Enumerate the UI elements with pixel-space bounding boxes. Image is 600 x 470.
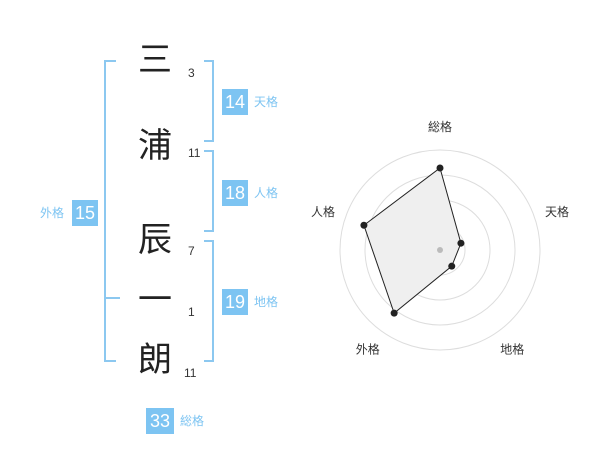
radar-point-2: [457, 239, 465, 247]
radar-point-3: [448, 262, 456, 270]
chikaku-bracket: [204, 240, 214, 362]
radar-axis-label-4: 外格: [356, 342, 380, 357]
stroke-count-4: 1: [188, 305, 195, 319]
gaikaku-bracket: [104, 60, 116, 362]
radar-axis-label-3: 地格: [500, 342, 524, 357]
stroke-count-2: 11: [188, 146, 201, 160]
name-char-3: 辰: [138, 220, 172, 260]
radar-grid-ring: [339, 149, 541, 351]
stroke-count-1: 3: [188, 66, 195, 80]
radar-center-dot: [437, 247, 443, 253]
jinkaku-label: 人格: [254, 186, 279, 200]
radar-axis-label-5: 人格: [311, 204, 335, 219]
name-char-2: 浦: [138, 126, 172, 166]
radar-points: [360, 164, 465, 317]
radar-axis-label-1: 総格: [428, 119, 452, 134]
radar-axis-label-2: 天格: [545, 204, 569, 219]
jinkaku-bracket: [204, 150, 214, 232]
tenkaku-bracket: [204, 60, 214, 142]
tenkaku-label: 天格: [254, 95, 279, 109]
soukaku-score: 33: [146, 408, 174, 434]
stroke-count-3: 7: [188, 244, 195, 258]
tenkaku-score: 14: [222, 89, 248, 115]
chikaku-label: 地格: [254, 295, 279, 309]
gaikaku-score: 15: [72, 200, 98, 226]
radar-area: [363, 167, 462, 314]
gaikaku-label: 外格: [40, 206, 65, 220]
jinkaku-score: 18: [222, 180, 248, 206]
name-char-5: 朗: [138, 340, 172, 380]
soukaku-label: 総格: [180, 414, 205, 428]
name-char-1: 三: [138, 40, 172, 80]
radar-point-4: [390, 309, 398, 317]
gaikaku-bracket-tick: [104, 297, 120, 299]
radar-point-1: [436, 164, 444, 172]
radar-point-5: [360, 221, 368, 229]
name-char-4: 一: [138, 280, 172, 320]
chikaku-score: 19: [222, 289, 248, 315]
stroke-count-5: 11: [184, 366, 197, 380]
